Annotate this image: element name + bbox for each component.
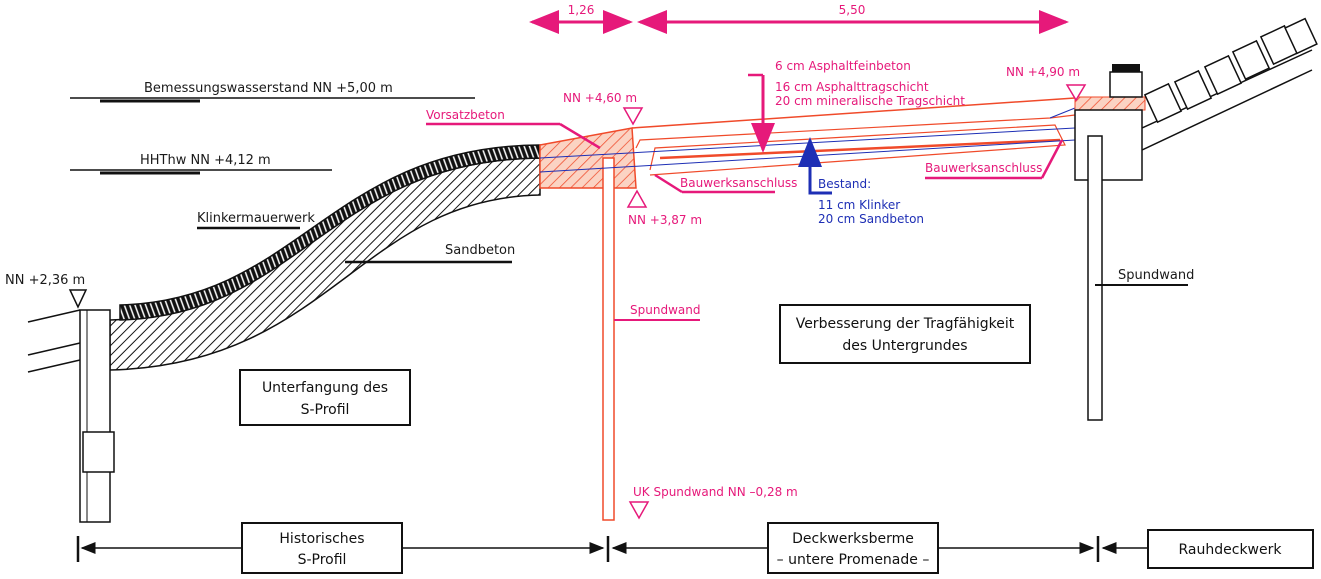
right-structure: NN +4,90 m Spundwand — [1006, 17, 1318, 421]
level-nn-3-87: NN +3,87 m — [628, 213, 702, 227]
bestand-sandbeton: 20 cm Sandbeton — [818, 212, 924, 226]
svg-text:Deckwerksberme: Deckwerksberme — [792, 531, 914, 547]
design-water-level: Bemessungswasserstand NN +5,00 m — [144, 81, 393, 96]
water-levels: Bemessungswasserstand NN +5,00 m HHThw N… — [70, 81, 475, 175]
hhthw-level: HHThw NN +4,12 m — [140, 153, 271, 168]
svg-text:Rauhdeckwerk: Rauhdeckwerk — [1179, 542, 1283, 558]
unterfangung-box: Unterfangung des S-Profil — [239, 369, 411, 426]
asphaltfeinbeton-label: 6 cm Asphaltfeinbeton — [775, 59, 911, 73]
svg-text:Unterfangung des: Unterfangung des — [262, 380, 388, 396]
s-profile: NN +2,36 m Klinkermauerwerk Sandbeton — [5, 144, 541, 523]
bauwerksanschluss-left: Bauwerksanschluss — [680, 176, 797, 190]
spundwand-mid-label: Spundwand — [630, 303, 700, 317]
asphalttragschicht-label: 16 cm Asphalttragschicht — [775, 80, 929, 94]
dimension-5-50: 5,50 — [839, 3, 866, 17]
level-nn-2-36: NN +2,36 m — [5, 273, 85, 288]
svg-text:des Untergrundes: des Untergrundes — [842, 338, 967, 354]
bauwerksanschluss-right: Bauwerksanschluss — [925, 161, 1042, 175]
svg-text:– untere Promenade –: – untere Promenade – — [777, 552, 930, 568]
uk-spundwand-label: UK Spundwand NN –0,28 m — [633, 485, 798, 499]
vorsatzbeton-label: Vorsatzbeton — [426, 108, 505, 122]
dimension-top: 1,26 5,50 — [529, 3, 1069, 34]
svg-text:S-Profil: S-Profil — [301, 402, 350, 418]
section-dimensions: Historisches S-Profil Deckwerksberme – u… — [76, 522, 1314, 574]
level-nn-4-60: NN +4,60 m — [563, 91, 637, 105]
mineral-tragschicht-label: 20 cm mineralische Tragschicht — [775, 94, 965, 108]
section-deckwerksberme: Deckwerksberme – untere Promenade – — [767, 522, 939, 574]
klinker-label: Klinkermauerwerk — [197, 211, 315, 226]
pavement-layers: Bauwerksanschluss Bauwerksanschluss 6 cm… — [539, 59, 1146, 226]
spundwand-right-label: Spundwand — [1118, 268, 1194, 283]
verbesserung-box: Verbesserung der Tragfähigkeit des Unter… — [779, 304, 1031, 364]
new-construction: Vorsatzbeton NN +4,60 m NN +3,87 m Spund… — [426, 91, 798, 521]
dimension-1-26: 1,26 — [568, 3, 595, 17]
bestand-label: Bestand: — [818, 177, 871, 191]
bestand-klinker: 11 cm Klinker — [818, 198, 900, 212]
level-nn-4-90: NN +4,90 m — [1006, 65, 1080, 79]
svg-text:Historisches: Historisches — [279, 531, 364, 547]
sandbeton-label: Sandbeton — [445, 243, 515, 258]
svg-text:S-Profil: S-Profil — [298, 552, 347, 568]
section-historisches-s-profil: Historisches S-Profil — [241, 522, 403, 574]
svg-text:Verbesserung der Tragfähigkeit: Verbesserung der Tragfähigkeit — [796, 316, 1015, 332]
section-rauhdeckwerk: Rauhdeckwerk — [1147, 529, 1314, 569]
